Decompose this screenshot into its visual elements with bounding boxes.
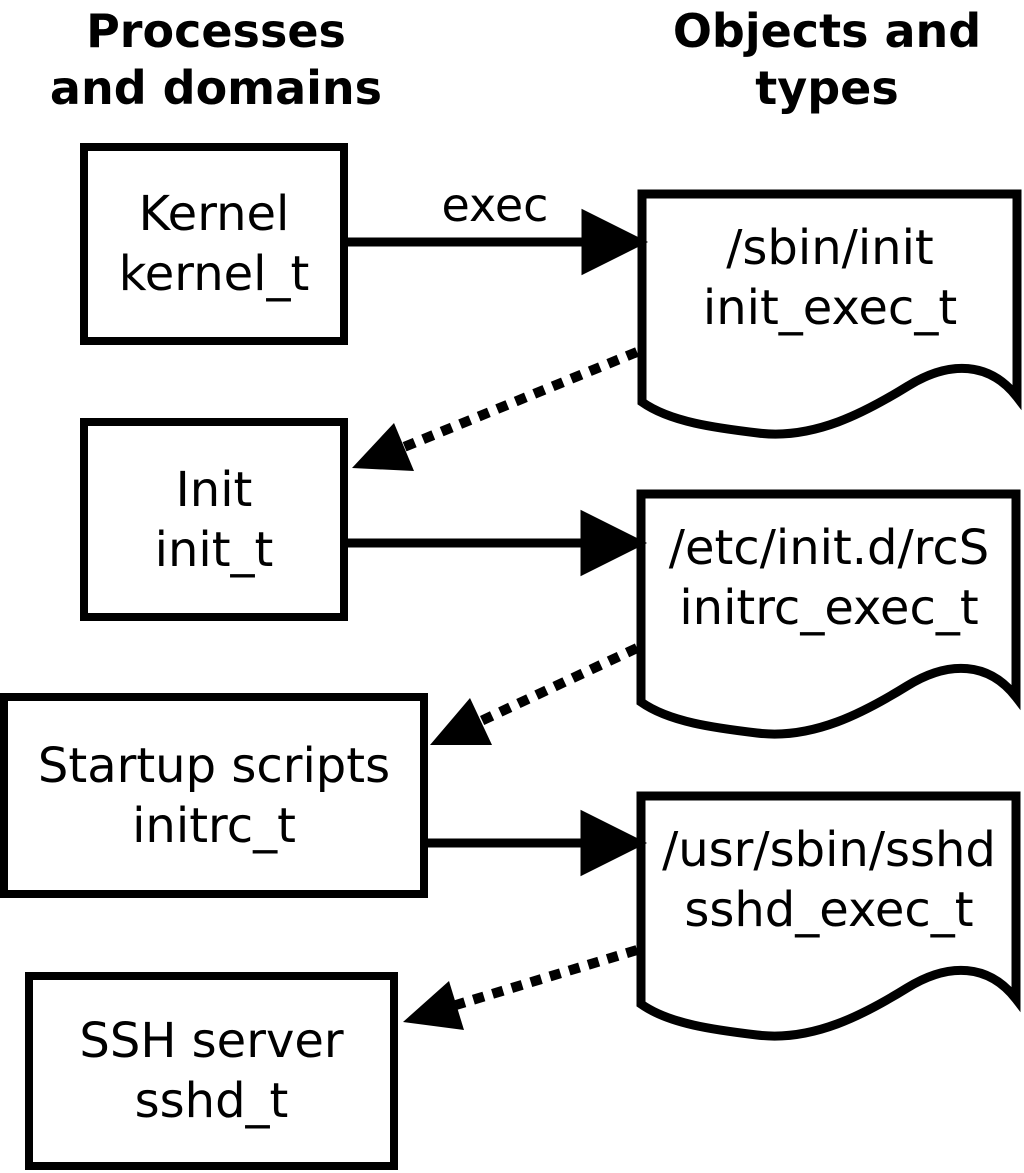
transition-arrow-init-exec-to-init bbox=[402, 347, 639, 452]
object-type: initrc_exec_t bbox=[679, 580, 979, 636]
object-type: sshd_exec_t bbox=[684, 882, 974, 938]
process-name: Init bbox=[175, 461, 253, 518]
transition-arrow-initrc-exec-to-initrc bbox=[478, 643, 640, 726]
exec-arrowhead-3 bbox=[580, 809, 648, 877]
process-domain: kernel_t bbox=[118, 246, 310, 302]
exec-arrowhead-2 bbox=[580, 509, 648, 577]
exec-arrow-label: exec bbox=[441, 178, 549, 232]
column-header-objects: Objects and types bbox=[632, 3, 1022, 117]
column-header-objects-line1: Objects and bbox=[672, 4, 982, 58]
column-header-processes-line1: Processes bbox=[86, 4, 346, 58]
transition-arrowhead-3 bbox=[403, 981, 464, 1030]
process-box-ssh-server: SSH server sshd_t bbox=[25, 972, 398, 1170]
process-domain: init_t bbox=[154, 521, 274, 578]
column-header-processes-line2: and domains bbox=[49, 61, 383, 115]
process-domain: initrc_t bbox=[132, 797, 296, 854]
object-doc-usr-sbin-sshd: /usr/sbin/sshd sshd_exec_t bbox=[639, 820, 1019, 940]
column-header-processes: Processes and domains bbox=[0, 3, 432, 117]
object-path: /sbin/init bbox=[726, 220, 934, 276]
column-header-objects-line2: types bbox=[755, 61, 899, 115]
process-domain: sshd_t bbox=[134, 1073, 289, 1129]
object-path: /etc/init.d/rcS bbox=[668, 520, 990, 576]
object-doc-etc-initd-rcs: /etc/init.d/rcS initrc_exec_t bbox=[639, 518, 1019, 638]
object-doc-sbin-init: /sbin/init init_exec_t bbox=[640, 218, 1020, 338]
object-type: init_exec_t bbox=[702, 280, 958, 336]
document-shape-sbin-init bbox=[637, 189, 1022, 439]
document-shape-etc-initd-rcs bbox=[636, 489, 1021, 739]
process-box-init: Init init_t bbox=[80, 418, 348, 621]
transition-arrowhead-2 bbox=[430, 698, 492, 745]
process-name: Startup scripts bbox=[37, 737, 391, 794]
object-path: /usr/sbin/sshd bbox=[662, 822, 996, 878]
exec-arrowhead-1 bbox=[581, 208, 649, 276]
process-name: Kernel bbox=[138, 186, 290, 242]
process-box-startup-scripts: Startup scripts initrc_t bbox=[0, 693, 428, 898]
transition-arrowhead-1 bbox=[352, 423, 414, 471]
transition-arrow-sshd-exec-to-sshd bbox=[454, 945, 639, 1010]
process-name: SSH server bbox=[79, 1013, 344, 1069]
document-shape-usr-sbin-sshd bbox=[636, 791, 1021, 1041]
process-box-kernel: Kernel kernel_t bbox=[80, 143, 348, 345]
